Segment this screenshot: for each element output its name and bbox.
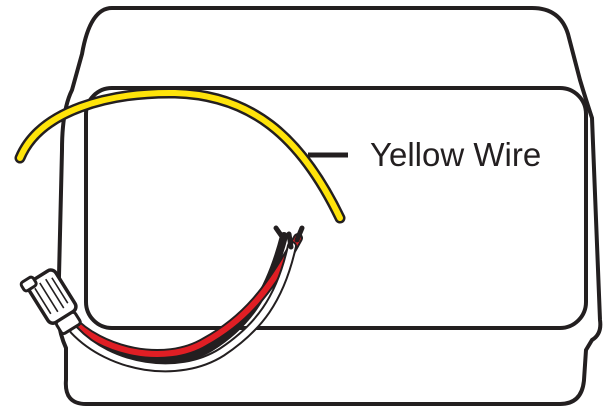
- white-wire: [71, 243, 295, 371]
- red-wire: [67, 235, 301, 357]
- inner-panel-outline: [84, 86, 588, 330]
- wire-connector-icon: [19, 268, 82, 336]
- yellow-wire-callout-label: Yellow Wire: [370, 136, 541, 173]
- stripped-wire-ends: [273, 225, 305, 250]
- yellow-wire-fill: [17, 89, 343, 221]
